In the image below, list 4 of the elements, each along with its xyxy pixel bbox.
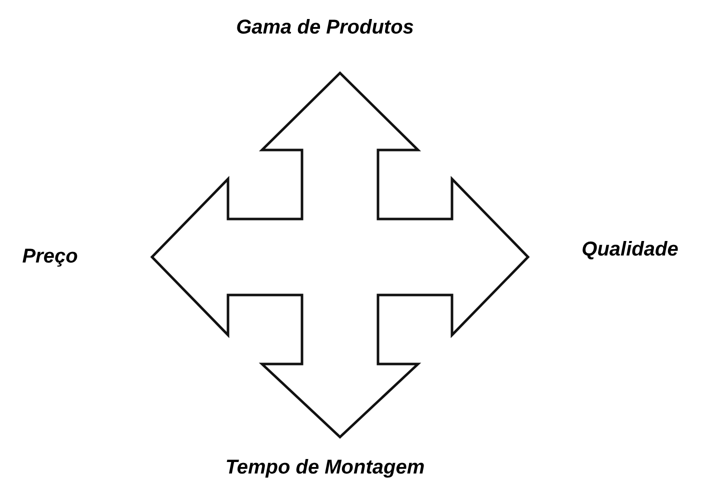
direction-label: Preço bbox=[22, 246, 78, 268]
direction-label: Qualidade bbox=[582, 238, 678, 262]
direction-label: Tempo de Montagem bbox=[225, 456, 425, 480]
direction-label: Gama de Produtos bbox=[236, 16, 414, 40]
